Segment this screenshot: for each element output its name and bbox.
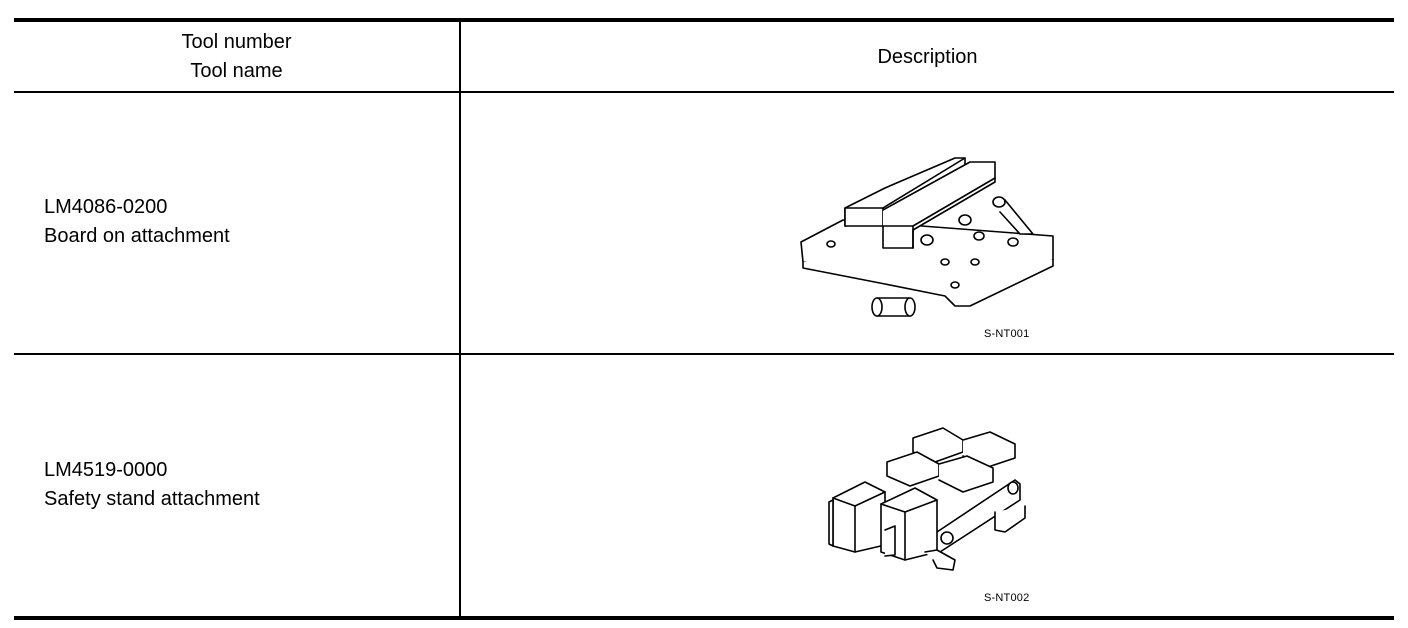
header-tool-number: Tool number xyxy=(181,31,292,53)
figure-code: S-NT001 xyxy=(984,328,1030,340)
header-divider xyxy=(14,91,1394,93)
tool-number: LM4519-0000 xyxy=(44,459,168,481)
tool-name: Board on attachment xyxy=(44,225,230,247)
table-top-border xyxy=(14,18,1394,22)
header-tool-column: Tool number Tool name xyxy=(14,24,459,90)
column-divider xyxy=(459,20,461,617)
table-row: LM4519-0000 Safety stand attachment xyxy=(44,456,260,514)
figure-code: S-NT002 xyxy=(984,592,1030,604)
table-bottom-border xyxy=(14,616,1394,620)
header-description-column: Description xyxy=(461,24,1394,90)
table-row: LM4086-0200 Board on attachment xyxy=(44,193,230,251)
header-description: Description xyxy=(877,45,978,68)
tool-name: Safety stand attachment xyxy=(44,488,260,510)
safety-stand-attachment-drawing xyxy=(828,427,1026,571)
row-divider xyxy=(14,353,1394,355)
board-on-attachment-drawing xyxy=(800,157,1054,317)
tool-number: LM4086-0200 xyxy=(44,196,168,218)
header-tool-name: Tool name xyxy=(190,60,283,82)
